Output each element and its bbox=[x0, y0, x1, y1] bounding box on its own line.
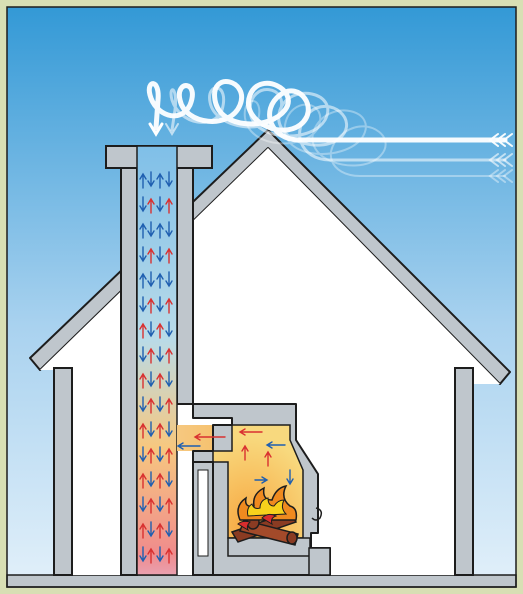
hearth-step bbox=[309, 548, 330, 575]
pillar-inner bbox=[198, 470, 208, 556]
right-wall bbox=[455, 368, 473, 575]
chimney-left-wall bbox=[121, 168, 137, 575]
ground bbox=[7, 575, 516, 587]
left-wall bbox=[54, 368, 72, 575]
chimney-right-wall bbox=[177, 168, 193, 404]
